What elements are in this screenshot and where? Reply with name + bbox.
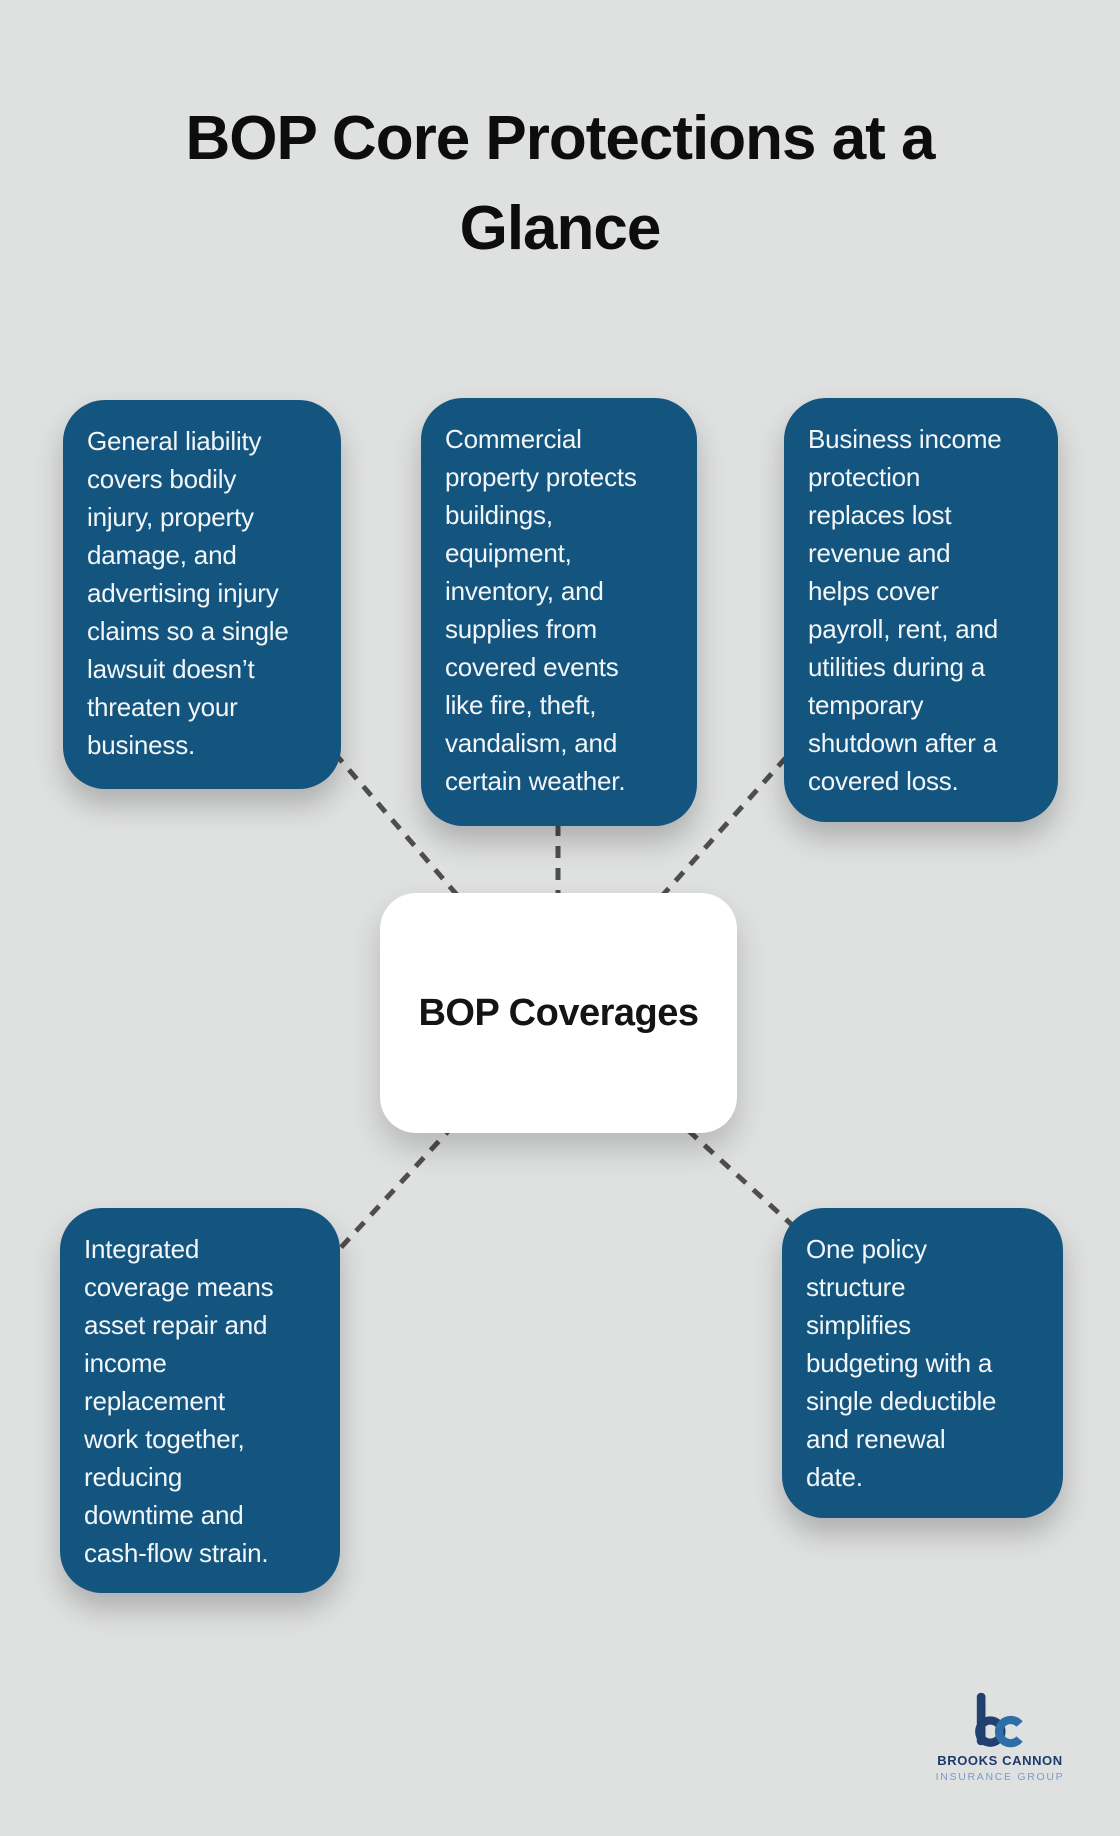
brand-tagline: INSURANCE GROUP — [935, 1771, 1065, 1783]
center-node: BOP Coverages — [380, 893, 737, 1133]
card-commercial-property: Commercial property protects buildings, … — [421, 398, 697, 826]
connector-general-liability — [323, 740, 560, 1014]
card-integrated-coverage: Integrated coverage means asset repair a… — [60, 1208, 340, 1593]
connector-business-income — [556, 740, 802, 1014]
card-text: One policy structure simplifies budgetin… — [806, 1234, 997, 1492]
center-node-label: BOP Coverages — [418, 991, 699, 1034]
card-general-liability: General liability covers bodily injury, … — [63, 400, 341, 789]
card-business-income: Business income protection replaces lost… — [784, 398, 1058, 822]
brand-name: BROOKS CANNON — [937, 1753, 1063, 1768]
page-title: BOP Core Protections at a Glance — [0, 94, 1120, 274]
card-text: Business income protection replaces lost… — [808, 424, 1002, 796]
card-text: General liability covers bodily injury, … — [87, 426, 289, 760]
card-text: Commercial property protects buildings, … — [445, 424, 637, 796]
card-text: Integrated coverage means asset repair a… — [84, 1234, 274, 1568]
card-one-policy: One policy structure simplifies budgetin… — [782, 1208, 1063, 1518]
brand-logo: BROOKS CANNON INSURANCE GROUP — [930, 1692, 1070, 1783]
page-title-text: BOP Core Protections at a Glance — [185, 104, 935, 263]
bc-monogram-icon — [975, 1692, 1023, 1748]
connector-integrated-coverage — [320, 1010, 560, 1270]
